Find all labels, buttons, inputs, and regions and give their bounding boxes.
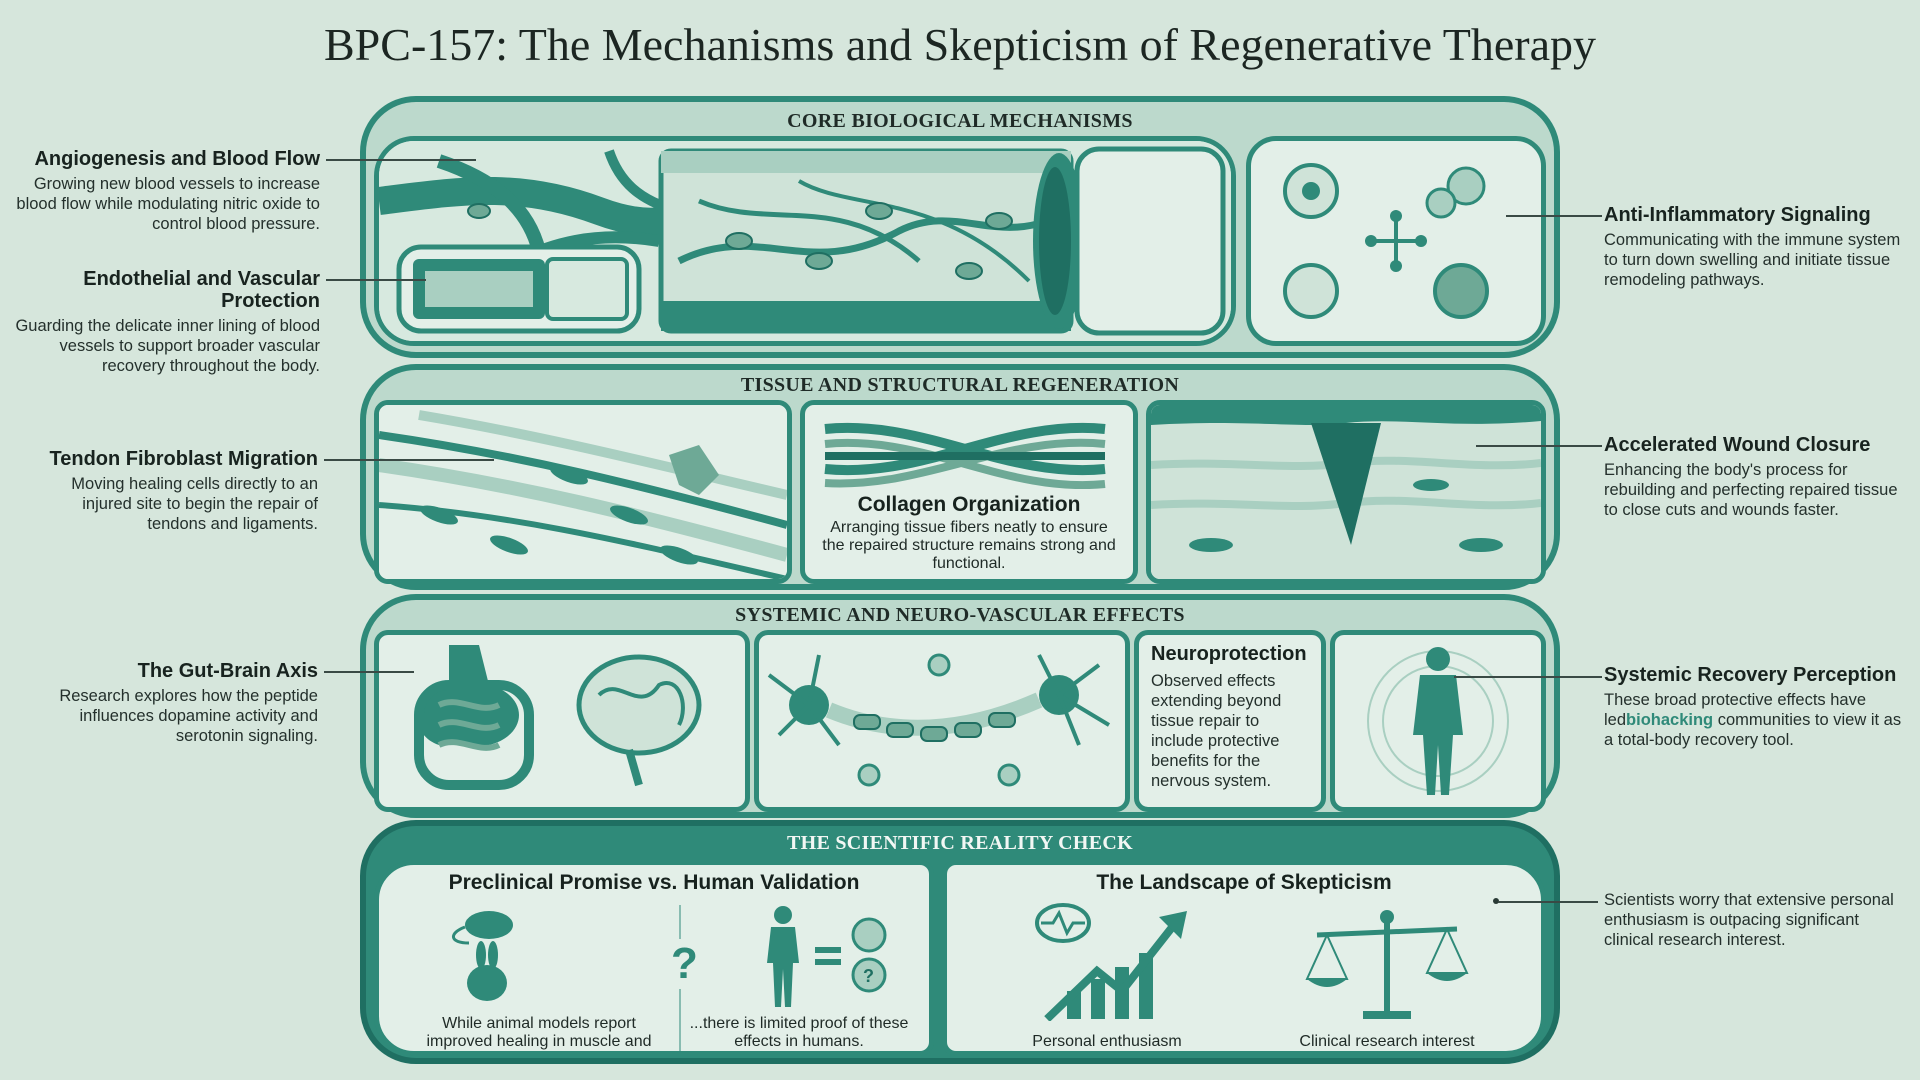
angiogenesis-callout: Angiogenesis and Blood Flow Growing new …: [8, 148, 320, 234]
immune-cells-illustration: [1283, 163, 1489, 319]
wound-panel: [1146, 400, 1546, 584]
wound-title: Accelerated Wound Closure: [1604, 434, 1871, 456]
skeptic-note: Scientists worry that extensive personal…: [1604, 891, 1894, 949]
angiogenesis-text: Growing new blood vessels to increase bl…: [16, 175, 320, 233]
tendon-title: Tendon Fibroblast Migration: [49, 448, 319, 470]
endothelial-text: Guarding the delicate inner lining of bl…: [15, 317, 320, 375]
systemic-section-heading: SYSTEMIC AND NEURO-VASCULAR EFFECTS: [735, 604, 1185, 626]
skepticism-title: The Landscape of Skepticism: [1096, 871, 1392, 894]
endothelial-title: Endothelial and Vascular Protection: [83, 268, 320, 312]
skeptic-note-dot: [1493, 898, 1499, 904]
tissue-regeneration-band: TISSUE AND STRUCTURAL REGENERATION Colla…: [360, 364, 1560, 590]
blood-vessel-panel: [374, 136, 1236, 346]
gut-brain-panel: [374, 630, 750, 812]
wound-closure-illustration: [1151, 405, 1541, 579]
reality-section-heading: THE SCIENTIFIC REALITY CHECK: [786, 832, 1134, 854]
anti-inflammatory-leader: [1506, 215, 1602, 217]
angiogenesis-title: Angiogenesis and Blood Flow: [34, 148, 320, 170]
collagen-fiber-icon: [824, 422, 1106, 489]
human-body-icon: [1367, 647, 1509, 795]
collagen-title: Collagen Organization: [857, 493, 1081, 516]
rising-chart-icon: [1035, 903, 1187, 1021]
immune-cells-panel: [1246, 136, 1546, 346]
anti-inflammatory-callout: Anti-Inflammatory Signaling Communicatin…: [1604, 204, 1904, 290]
gut-brain-title: The Gut-Brain Axis: [137, 660, 318, 682]
balance-scale-icon: [1305, 910, 1469, 1019]
core-mechanisms-band: CORE BIOLOGICAL MECHANISMS: [360, 96, 1560, 358]
wound-leader: [1476, 445, 1602, 447]
neuron-panel: [754, 630, 1130, 812]
systemic-callout: Systemic Recovery Perception These broad…: [1604, 664, 1904, 750]
tendon-panel: [374, 400, 792, 584]
tendon-callout: Tendon Fibroblast Migration Moving heali…: [20, 448, 319, 534]
gut-brain-callout: The Gut-Brain Axis Research explores how…: [20, 660, 318, 746]
systemic-text: These broad protective effects have ledb…: [1604, 690, 1904, 750]
systemic-text-before: These broad protective effects have led: [1604, 691, 1867, 729]
endothelial-callout: Endothelial and Vascular Protection Guar…: [2, 268, 320, 376]
wound-callout: Accelerated Wound Closure Enhancing the …: [1604, 434, 1914, 520]
wound-text: Enhancing the body's process for rebuild…: [1604, 461, 1898, 519]
skepticism-panel: The Landscape of Skepticism Personal ent…: [942, 860, 1546, 1056]
body-panel: [1330, 630, 1546, 812]
systemic-text-after: communities to view it as a total-body r…: [1604, 711, 1902, 749]
gut-brain-leader: [324, 671, 414, 673]
systemic-leader: [1454, 676, 1602, 678]
clinical-label: Clinical research interest: [1299, 1033, 1475, 1050]
neuroprotection-title: Neuroprotection: [1151, 643, 1307, 665]
tendon-text: Moving healing cells directly to an inju…: [71, 475, 318, 533]
skeptic-note-leader: [1498, 901, 1598, 903]
blood-vessel-illustration: [379, 141, 1231, 341]
collagen-text: Arranging tissue fibers neatly to ensure…: [822, 519, 1116, 572]
angiogenesis-leader: [326, 159, 476, 161]
human-caption: ...there is limited proof of these effec…: [689, 1015, 909, 1050]
preclinical-title: Preclinical Promise vs. Human Validation: [448, 871, 860, 894]
gut-brain-text: Research explores how the peptide influe…: [59, 687, 318, 745]
reality-check-band: THE SCIENTIFIC REALITY CHECK Preclinical…: [360, 820, 1560, 1064]
tendon-leader: [324, 459, 494, 461]
biohacking-highlight: biohacking: [1626, 711, 1714, 729]
anti-inflammatory-title: Anti-Inflammatory Signaling: [1604, 204, 1871, 226]
neuroprotection-panel: Neuroprotection Observed effects extendi…: [1134, 630, 1326, 812]
enthusiasm-label: Personal enthusiasm: [1032, 1033, 1182, 1050]
preclinical-panel: Preclinical Promise vs. Human Validation…: [374, 860, 934, 1056]
tissue-section-heading: TISSUE AND STRUCTURAL REGENERATION: [740, 374, 1180, 396]
gut-brain-illustration: [414, 645, 702, 790]
tendon-fibers-illustration: [379, 405, 787, 579]
anti-inflammatory-text: Communicating with the immune system to …: [1604, 231, 1901, 289]
neuroprotection-text: Observed effects extending beyond tissue…: [1151, 672, 1282, 790]
collagen-panel: Collagen Organization Arranging tissue f…: [800, 400, 1138, 584]
rodent-rabbit-icon: [452, 911, 513, 1001]
neuron-illustration: [767, 653, 1111, 787]
systemic-title: Systemic Recovery Perception: [1604, 664, 1897, 686]
animal-caption: While animal models report improved heal…: [426, 1015, 652, 1050]
core-section-heading: CORE BIOLOGICAL MECHANISMS: [787, 110, 1133, 132]
page-title: BPC-157: The Mechanisms and Skepticism o…: [324, 19, 1596, 70]
human-equals-question-icon: ?: [767, 906, 887, 1007]
endothelial-leader: [326, 279, 426, 281]
svg-text:?: ?: [863, 966, 874, 986]
systemic-effects-band: SYSTEMIC AND NEURO-VASCULAR EFFECTS: [360, 594, 1560, 818]
question-mark-icon: ?: [667, 939, 702, 989]
